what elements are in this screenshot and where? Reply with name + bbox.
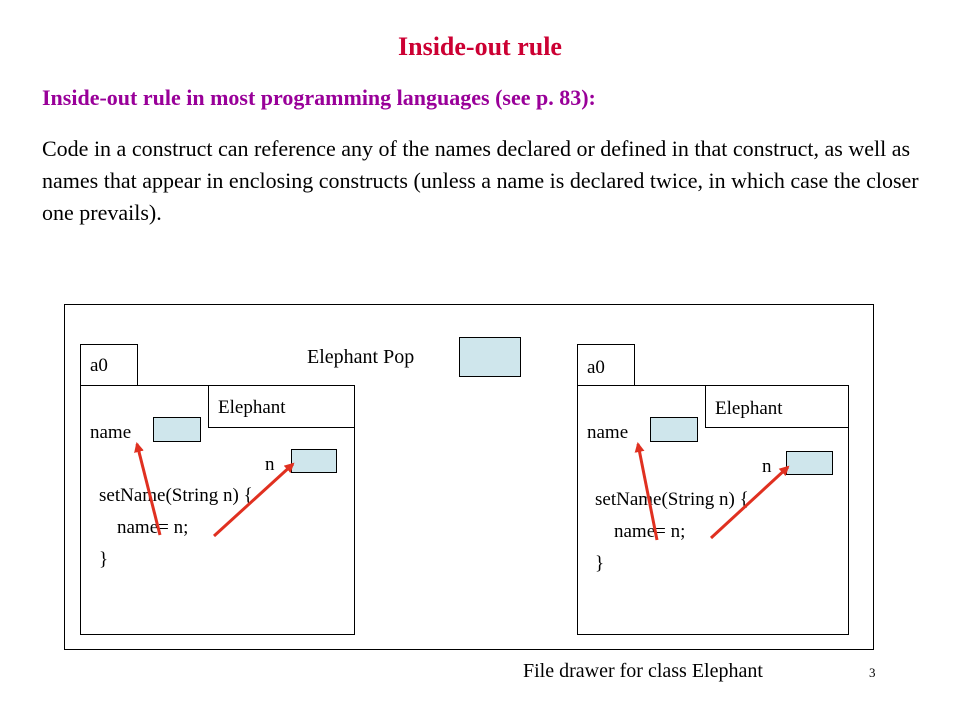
object-class-label: Elephant <box>715 398 783 419</box>
slide-subtitle: Inside-out rule in most programming lang… <box>42 85 596 110</box>
method-header: setName(String n) { <box>595 489 749 510</box>
param-n-value <box>786 451 833 475</box>
object-tab-label: a0 <box>90 355 108 376</box>
object-class-box <box>208 385 355 428</box>
param-n-label: n <box>762 456 772 477</box>
method-header: setName(String n) { <box>99 485 253 506</box>
slide-title: Inside-out rule <box>398 32 562 61</box>
method-close-brace: } <box>595 553 605 574</box>
static-field-value <box>459 337 521 377</box>
field-name-value <box>650 417 698 442</box>
param-n-value <box>291 449 337 473</box>
method-close-brace: } <box>99 549 109 570</box>
arrow-n-to-param <box>212 462 295 538</box>
object-class-box <box>705 385 849 428</box>
object-tab <box>577 344 635 388</box>
method-body: name= n; <box>614 521 686 542</box>
object-tab-label: a0 <box>587 357 605 378</box>
rule-description: Code in a construct can reference any of… <box>42 136 919 225</box>
arrow-n-to-param <box>709 465 790 540</box>
method-body: name= n; <box>117 517 189 538</box>
static-field-label: Elephant Pop <box>307 346 415 368</box>
arrow-name-to-field <box>134 442 162 536</box>
drawer-caption: File drawer for class Elephant <box>523 660 763 682</box>
field-name-label: name <box>587 422 629 443</box>
param-n-label: n <box>265 454 275 475</box>
arrow-name-to-field <box>634 442 659 541</box>
page-number: 3 <box>869 665 876 680</box>
field-name-value <box>153 417 201 442</box>
field-name-label: name <box>90 422 132 443</box>
object-tab <box>80 344 138 388</box>
object-class-label: Elephant <box>218 397 286 418</box>
